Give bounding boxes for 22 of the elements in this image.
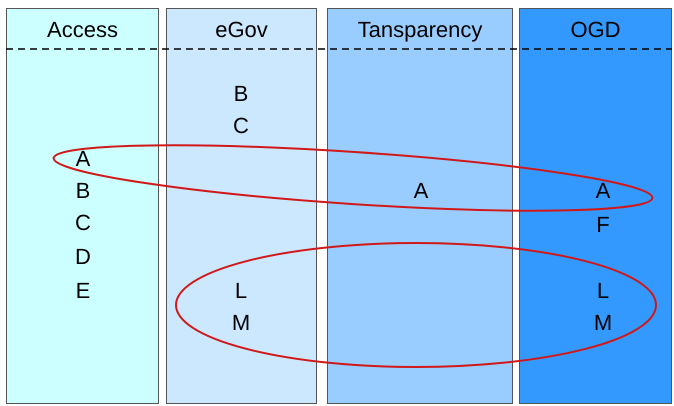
item-letter: A bbox=[596, 180, 610, 202]
item-letter: E bbox=[76, 280, 90, 302]
item-letter: A bbox=[414, 180, 428, 202]
item-letter: B bbox=[234, 83, 248, 105]
category-column bbox=[519, 8, 672, 404]
item-letter: M bbox=[232, 312, 250, 334]
item-letter: B bbox=[76, 180, 90, 202]
column-header: Tansparency bbox=[358, 19, 482, 41]
item-letter: A bbox=[76, 148, 90, 170]
item-letter: L bbox=[596, 280, 610, 302]
category-column bbox=[166, 8, 317, 404]
item-letter: C bbox=[75, 212, 91, 234]
item-letter: C bbox=[233, 115, 249, 137]
category-column bbox=[6, 8, 159, 404]
item-letter: D bbox=[75, 246, 91, 268]
column-header: eGov bbox=[215, 19, 268, 41]
item-letter: M bbox=[594, 312, 612, 334]
column-header: OGD bbox=[570, 19, 621, 41]
column-header: Access bbox=[47, 19, 118, 41]
item-letter: F bbox=[596, 214, 610, 236]
item-letter: L bbox=[234, 280, 248, 302]
category-column bbox=[327, 8, 513, 404]
